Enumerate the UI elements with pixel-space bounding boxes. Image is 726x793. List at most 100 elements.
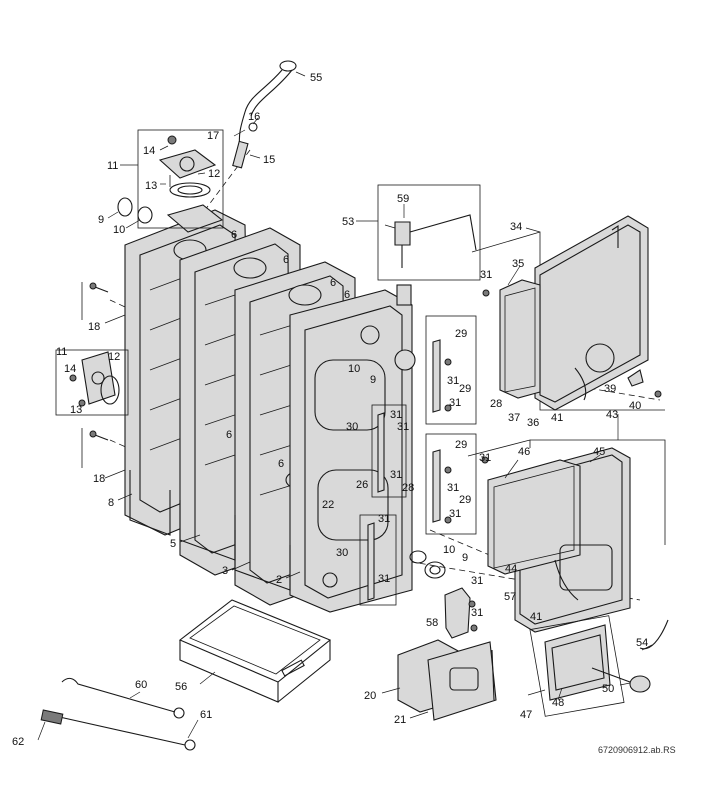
callout-6: 6 [278,458,284,470]
ash-tray [178,599,332,703]
callout-10: 10 [113,224,125,236]
callout-31: 31 [480,269,492,281]
callout-58: 58 [426,617,438,629]
callout-30: 30 [346,421,358,433]
callout-12: 12 [208,168,220,180]
callout-16: 16 [248,111,260,123]
cleaning-cover-lower [467,439,666,633]
sensor-cable [232,60,297,169]
callout-14: 14 [143,145,155,157]
callout-30: 30 [336,547,348,559]
callout-35: 35 [512,258,524,270]
callout-8: 8 [108,497,114,509]
callout-18: 18 [93,473,105,485]
callout-13: 13 [145,180,157,192]
callout-22: 22 [322,499,334,511]
callout-14: 14 [64,363,76,375]
callout-9: 9 [370,374,376,386]
callout-17: 17 [207,130,219,142]
callout-56: 56 [175,681,187,693]
callout-29: 29 [455,439,467,451]
callout-59: 59 [397,193,409,205]
callout-31: 31 [397,421,409,433]
cleaning-cover-upper [471,215,665,411]
callout-9: 9 [98,214,104,226]
callout-31: 31 [447,482,459,494]
callout-29: 29 [459,494,471,506]
callout-47: 47 [520,709,532,721]
callout-31: 31 [471,575,483,587]
callout-44: 44 [505,563,517,575]
callout-48: 48 [552,697,564,709]
callout-31: 31 [449,508,461,520]
callout-12: 12 [108,351,120,363]
callout-36: 36 [527,417,539,429]
callout-29: 29 [455,328,467,340]
callout-39: 39 [604,383,616,395]
callout-53: 53 [342,216,354,228]
callout-54: 54 [636,637,648,649]
callout-31: 31 [479,452,491,464]
callout-26: 26 [356,479,368,491]
callout-31: 31 [447,375,459,387]
callout-31: 31 [378,573,390,585]
callout-50: 50 [602,683,614,695]
leader-lines [37,71,653,741]
callout-37: 37 [508,412,520,424]
callout-45: 45 [593,446,605,458]
front-clamp-bars [359,404,407,606]
callout-2: 2 [276,574,282,586]
callout-41: 41 [551,412,563,424]
tie-rods [81,282,109,468]
document-reference: 6720906912.ab.RS [598,745,676,755]
clamp-bars-upper [425,315,477,425]
callout-6: 6 [344,289,350,301]
callout-31: 31 [449,397,461,409]
callout-20: 20 [364,690,376,702]
heat-exchanger-section-front [289,289,416,613]
callout-18: 18 [88,321,100,333]
callout-28: 28 [402,482,414,494]
callout-3: 3 [222,565,228,577]
callout-31: 31 [390,469,402,481]
plug-seal-right [409,550,446,579]
callout-10: 10 [348,363,360,375]
callout-labels: 55 16 17 15 14 11 12 13 9 10 6 6 6 6 18 … [12,72,648,748]
callout-13: 13 [70,404,82,416]
callout-31: 31 [378,513,390,525]
bracket [444,587,478,639]
side-flange-assembly [55,349,129,416]
callout-31: 31 [471,607,483,619]
callout-41: 41 [530,611,542,623]
callout-29: 29 [459,383,471,395]
clamp-bars-lower [425,433,477,535]
air-vent-assembly [377,184,481,306]
callout-15: 15 [263,154,275,166]
callout-6: 6 [283,254,289,266]
callout-57: 57 [504,591,516,603]
callout-62: 62 [12,736,24,748]
top-flange-assembly [137,129,224,233]
callout-10: 10 [443,544,455,556]
inspection-window [529,615,669,717]
callout-34: 34 [510,221,522,233]
callout-60: 60 [135,679,147,691]
cleaning-tools [40,677,196,751]
callout-6: 6 [231,229,237,241]
callout-46: 46 [518,446,530,458]
plug-seal-left [117,197,153,224]
callout-28: 28 [490,398,502,410]
callout-5: 5 [170,538,176,550]
callout-61: 61 [200,709,212,721]
callout-11: 11 [107,160,118,172]
callout-6: 6 [226,429,232,441]
callout-31: 31 [390,409,402,421]
callout-40: 40 [629,400,641,412]
callout-6: 6 [330,277,336,289]
callout-43: 43 [606,409,618,421]
callout-11: 11 [56,346,67,358]
callout-9: 9 [462,552,468,564]
callout-55: 55 [310,72,322,84]
callout-21: 21 [394,714,406,726]
